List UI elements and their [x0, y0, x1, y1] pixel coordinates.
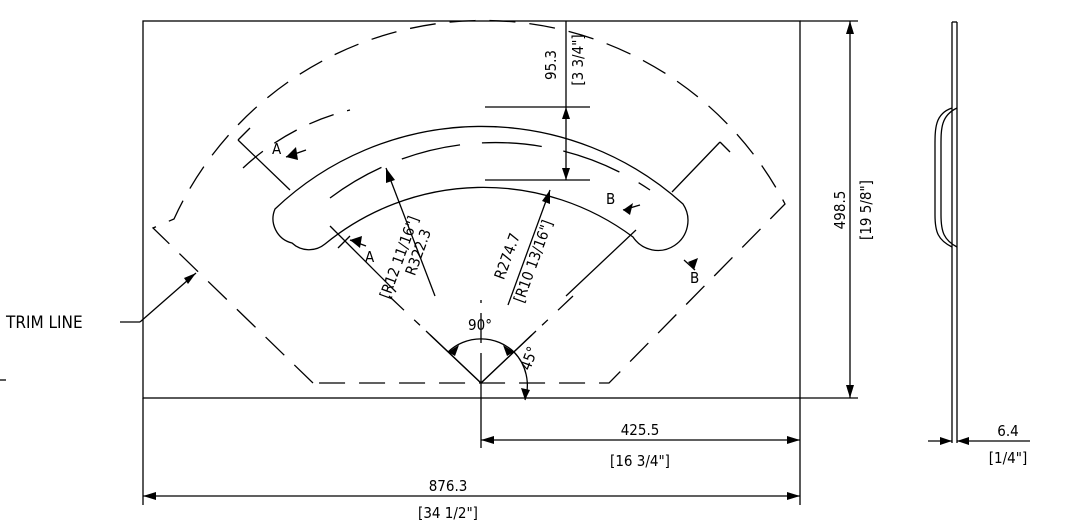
plate-outline [0, 20, 858, 399]
trim-line-label: TRIM LINE [5, 313, 83, 333]
inner-radius-inches: [R10 13/16"] [510, 218, 556, 305]
section-b-bottom: B [690, 269, 699, 287]
thickness-inches: [1/4"] [989, 449, 1027, 467]
slot-offset-dim [485, 21, 590, 181]
height-dim [846, 21, 854, 398]
angle-arcs [447, 338, 530, 401]
height-inches: [19 5/8"] [857, 180, 875, 240]
trim-line-path [151, 19, 786, 384]
side-profile [928, 21, 1030, 445]
overall-width-value: 876.3 [429, 477, 468, 495]
angle-half-label: 45° [517, 344, 542, 373]
section-a-top: A [272, 140, 282, 158]
overall-width-dim [142, 398, 801, 505]
overall-width-inches: [34 1/2"] [418, 504, 478, 522]
section-b-top: B [606, 190, 615, 208]
angle-total-label: 90° [468, 316, 492, 334]
thickness-value: 6.4 [997, 422, 1018, 440]
trim-leader [120, 272, 197, 323]
radial-lines [388, 295, 574, 448]
half-width-value: 425.5 [621, 421, 660, 439]
half-width-dim [481, 436, 800, 444]
curved-slot [272, 125, 689, 252]
slot-offset-inches: [3 3/4"] [569, 34, 587, 85]
section-a-bottom: A [365, 248, 375, 266]
radius-dim-lines [385, 167, 551, 306]
height-value: 498.5 [831, 191, 849, 230]
half-width-inches: [16 3/4"] [610, 452, 670, 470]
slot-offset-value: 95.3 [542, 50, 560, 80]
section-cuts [237, 127, 731, 297]
